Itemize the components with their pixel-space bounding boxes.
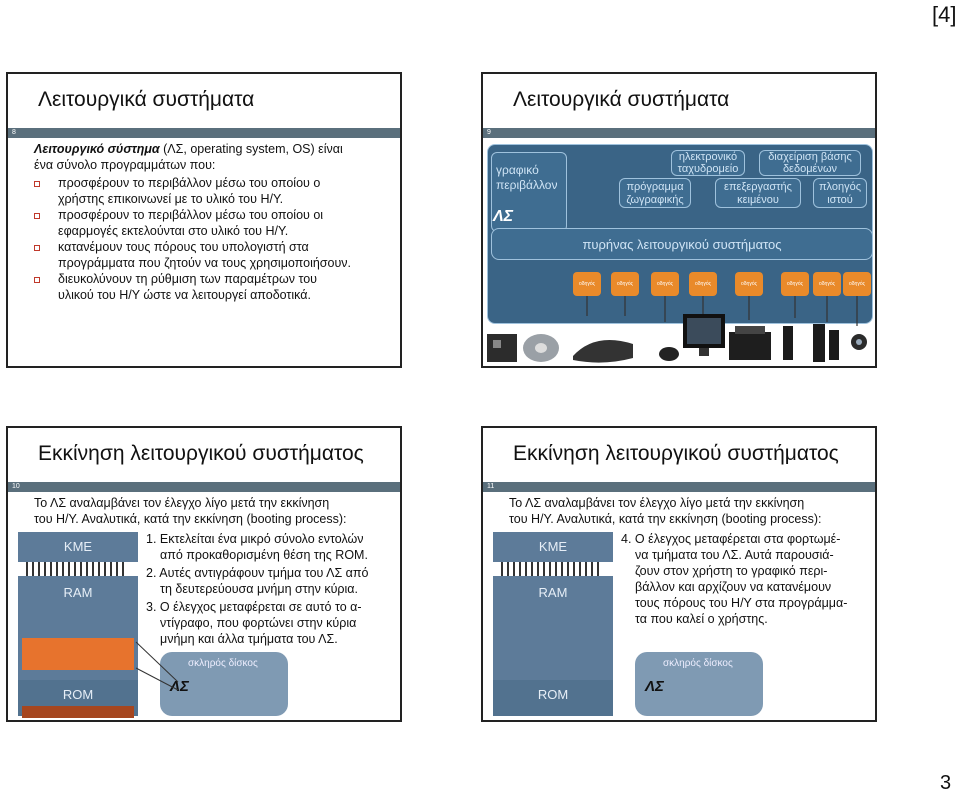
slide-11: Εκκίνηση λειτουργικού συστήματος 11 Το Λ…	[481, 426, 877, 722]
definition-term: Λειτουργικό σύστημα	[34, 142, 160, 156]
slide-title: Εκκίνηση λειτουργικού συστήματος	[38, 442, 364, 465]
bullet-text: διευκολύνουν τη ρύθμιση των παραμέτρων τ…	[58, 272, 317, 302]
slide-header-bar	[483, 128, 875, 138]
os-label: ΛΣ	[493, 208, 514, 225]
slide-header-bar	[8, 128, 400, 138]
intro-text: Το ΛΣ αναλαμβάνει τον έλεγχο λίγο μετά τ…	[34, 496, 347, 526]
step-4-cont: να τμήματα του ΛΣ. Αυτά παρουσιά-	[635, 548, 834, 562]
step-4-cont: βάλλον και αρχίζουν να κατανέμουν	[635, 580, 832, 594]
os-on-disk: ΛΣ	[170, 678, 189, 695]
step-2: 2. Αυτές αντιγράφουν τμήμα του ΛΣ από	[146, 566, 369, 580]
driver-box: οδηγός	[843, 272, 871, 296]
slide-8: Λειτουργικά συστήματα 8 Λειτουργικό σύστ…	[6, 72, 402, 368]
mouse-icon	[659, 347, 679, 361]
page-number: 3	[940, 772, 952, 794]
kernel-box: πυρήνας λειτουργικού συστήματος	[491, 228, 873, 260]
speaker-icon	[829, 330, 839, 360]
slide-title: Λειτουργικά συστήματα	[38, 88, 255, 111]
slide-title: Εκκίνηση λειτουργικού συστήματος	[513, 442, 839, 465]
driver-box: οδηγός	[611, 272, 639, 296]
motherboard-icon	[487, 334, 517, 362]
copy-arrows	[135, 641, 179, 691]
hardware-illustrations	[487, 296, 867, 363]
rom-box: ROM	[493, 680, 613, 716]
driver-box: οδηγός	[573, 272, 601, 296]
step-4-cont: τους πόρους του Η/Υ στα προγράμμα-	[635, 596, 848, 610]
step-2-cont: τη δευτερεύουσα μνήμη στην κύρια.	[160, 582, 358, 596]
bullet-icon	[34, 277, 40, 283]
step-4: 4. Ο έλεγχος μεταφέρεται στα φορτωμέ-	[621, 532, 841, 546]
speaker-icon	[813, 324, 825, 362]
intro-text: Το ΛΣ αναλαμβάνει τον έλεγχο λίγο μετά τ…	[509, 496, 822, 526]
ram-box: RAM	[493, 576, 613, 680]
bullet-text: προσφέρουν το περιβάλλον μέσω του οποίου…	[58, 176, 321, 206]
slide-header-bar	[8, 482, 400, 492]
bullet-icon	[34, 181, 40, 187]
bullet-icon	[34, 213, 40, 219]
slide-number: 9	[487, 129, 491, 136]
slide-10: Εκκίνηση λειτουργικού συστήματος 10 Το Λ…	[6, 426, 402, 722]
bullet-text: προσφέρουν το περιβάλλον μέσω του οποίου…	[58, 208, 324, 238]
step-3: 3. Ο έλεγχος μεταφέρεται σε αυτό το α-	[146, 600, 362, 614]
definition-rest: (ΛΣ, operating system, OS) είναι	[159, 142, 343, 156]
hard-disk-box	[635, 652, 763, 716]
cpu-box: ΚΜΕ	[493, 532, 613, 562]
definition-line-2: ένα σύνολο προγραμμάτων που:	[34, 158, 216, 172]
driver-box: οδηγός	[813, 272, 841, 296]
printer-icon	[729, 332, 771, 360]
slide-header-bar	[483, 482, 875, 492]
os-copy-in-ram	[22, 638, 134, 670]
speaker-icon	[783, 326, 793, 360]
cpu-box: ΚΜΕ	[18, 532, 138, 562]
step-1: 1. Εκτελείται ένα μικρό σύνολο εντολών	[146, 532, 364, 546]
bullet-text: κατανέμουν τους πόρους του υπολογιστή στ…	[58, 240, 352, 270]
slide-number: 8	[12, 129, 16, 136]
hard-disk-label: σκληρός δίσκος	[663, 658, 733, 669]
step-1-cont: από προκαθορισμένη θέση της ROM.	[160, 548, 368, 562]
slide-number: 10	[12, 483, 20, 490]
step-3-cont: ντίγραφο, που φορτώνει στην κύρια	[160, 616, 357, 630]
driver-box: οδηγός	[651, 272, 679, 296]
step-3-cont: μνήμη και άλλα τμήματα του ΛΣ.	[160, 632, 338, 646]
os-on-disk: ΛΣ	[645, 678, 664, 695]
step-4-cont: τα που καλεί ο χρήστης.	[635, 612, 768, 626]
bullet-icon	[34, 245, 40, 251]
keyboard-icon	[573, 340, 633, 363]
driver-box: οδηγός	[781, 272, 809, 296]
memory-bus	[26, 562, 124, 576]
hard-disk-box	[160, 652, 288, 716]
driver-box: οδηγός	[735, 272, 763, 296]
page-tag: [4]	[932, 2, 957, 27]
rom-bootloader	[22, 706, 134, 718]
memory-bus	[501, 562, 599, 576]
driver-box: οδηγός	[689, 272, 717, 296]
slide-number: 11	[487, 483, 495, 490]
slide-title: Λειτουργικά συστήματα	[513, 88, 730, 111]
hard-disk-label: σκληρός δίσκος	[188, 658, 258, 669]
definition-line-1: Λειτουργικό σύστημα (ΛΣ, operating syste…	[34, 142, 343, 158]
step-4-cont: ζουν στον χρήστη το γραφικό περι-	[635, 564, 828, 578]
